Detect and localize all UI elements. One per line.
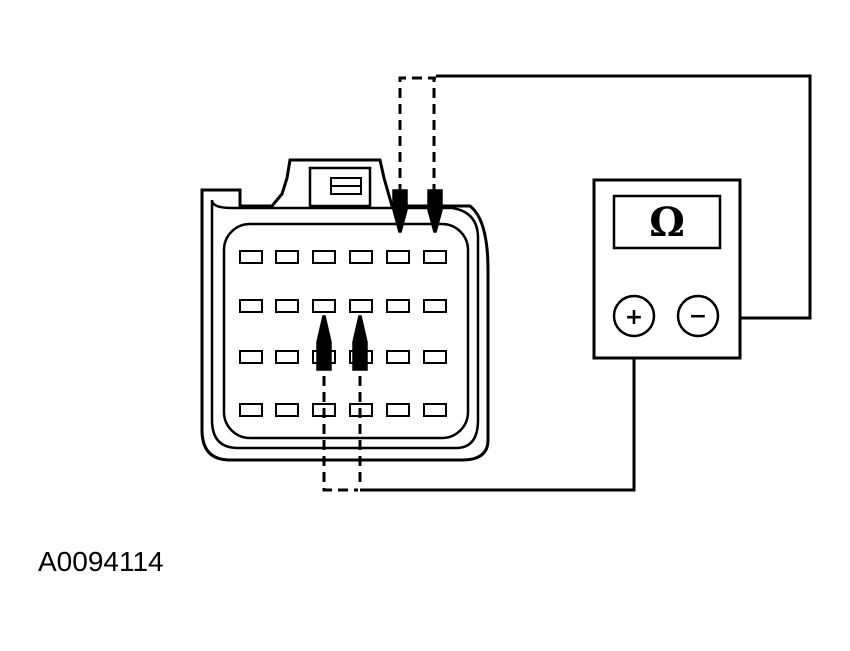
connector-latch [308, 166, 372, 208]
ohmmeter-icon: Ω + − [592, 178, 742, 360]
test-probe-icon [392, 189, 408, 233]
connector-cavity [239, 403, 263, 417]
test-probe-icon [316, 315, 332, 371]
connector-cavity [423, 350, 447, 364]
positive-lead-dashed-a [322, 360, 358, 492]
connector-cavity [312, 250, 336, 264]
connector-inner-wall [210, 199, 480, 450]
negative-terminal [676, 294, 720, 338]
connector-outer-shell [200, 158, 490, 462]
connector-cavity [349, 250, 373, 264]
connector-cavity [386, 250, 410, 264]
positive-terminal-label: + [625, 305, 643, 330]
connector-cavity-grid [239, 250, 447, 417]
meter-display [612, 194, 722, 250]
connector-cavity [423, 250, 447, 264]
connector [200, 158, 490, 462]
negative-terminal-label: − [689, 304, 707, 329]
connector-cavity [386, 403, 410, 417]
connector-cavity-field [222, 222, 470, 440]
connector-cavity [423, 299, 447, 313]
connector-cavity [423, 403, 447, 417]
connector-cavity [239, 299, 263, 313]
meter-display-symbol: Ω [649, 199, 685, 246]
connector-cavity [275, 350, 299, 364]
test-probe-icon [352, 315, 368, 371]
figure-id: A0094114 [38, 546, 164, 577]
connector-cavity [275, 250, 299, 264]
connector-cavity [239, 350, 263, 364]
connector-cavity [386, 299, 410, 313]
connector-cavity [312, 299, 336, 313]
positive-lead-solid [360, 336, 636, 492]
connector-cavity [275, 299, 299, 313]
connector-cavity [239, 250, 263, 264]
probe-leads [322, 74, 812, 492]
negative-lead-solid [436, 74, 812, 320]
test-probe-icon [427, 189, 443, 233]
probe-tips [316, 189, 443, 371]
connector-cavity [275, 403, 299, 417]
negative-lead-dashed-a [398, 76, 436, 210]
connector-cavity [349, 299, 373, 313]
positive-terminal [612, 294, 656, 338]
connector-cavity [386, 350, 410, 364]
